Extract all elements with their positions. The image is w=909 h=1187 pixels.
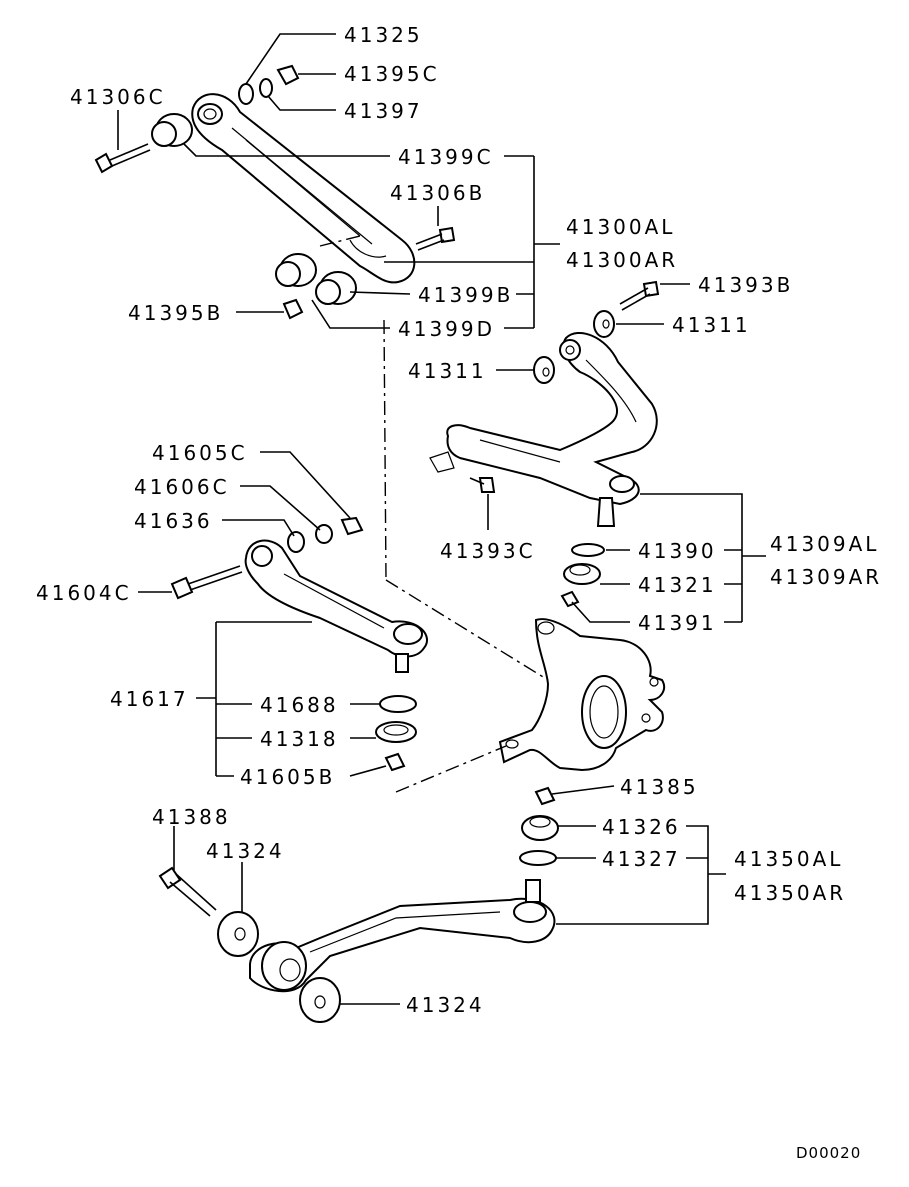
label-41311-lower: 41311 <box>408 359 487 383</box>
label-41393C: 41393C <box>440 539 536 563</box>
label-41318: 41318 <box>260 727 339 751</box>
label-41605C: 41605C <box>152 441 248 465</box>
upper-arm-41300-drawing <box>94 64 456 320</box>
label-41326: 41326 <box>602 815 681 839</box>
label-41395C: 41395C <box>344 62 440 86</box>
label-41688: 41688 <box>260 693 339 717</box>
knuckle-drawing <box>383 319 666 793</box>
label-41350AR: 41350AR <box>734 881 846 905</box>
label-41388: 41388 <box>152 805 231 829</box>
label-41309AR: 41309AR <box>770 565 882 589</box>
label-41300AL: 41300AL <box>566 215 675 239</box>
lower-arm-41350-drawing <box>158 786 559 1023</box>
label-41306C: 41306C <box>70 85 166 109</box>
label-41306B: 41306B <box>390 181 485 205</box>
label-41325: 41325 <box>344 23 423 47</box>
label-41397: 41397 <box>344 99 423 123</box>
label-41311-upper: 41311 <box>672 313 751 337</box>
upper-arm-41309-drawing <box>429 280 660 608</box>
label-41605B: 41605B <box>240 765 335 789</box>
label-41385: 41385 <box>620 775 699 799</box>
label-41309AL: 41309AL <box>770 532 879 556</box>
label-41321: 41321 <box>638 573 717 597</box>
label-41391: 41391 <box>638 611 717 635</box>
label-41617: 41617 <box>110 687 189 711</box>
label-41399C: 41399C <box>398 145 494 169</box>
label-41300AR: 41300AR <box>566 248 678 272</box>
leader-lines <box>117 33 766 1005</box>
label-41399B: 41399B <box>418 283 513 307</box>
part-labels: 41325 41395C 41397 41306C 41399C 41306B … <box>36 23 882 1017</box>
label-41636: 41636 <box>134 509 213 533</box>
label-41399D: 41399D <box>398 317 495 341</box>
label-41324-lower: 41324 <box>406 993 485 1017</box>
label-41606C: 41606C <box>134 475 230 499</box>
diagram-code: D00020 <box>796 1144 861 1162</box>
label-41324-upper: 41324 <box>206 839 285 863</box>
label-41395B: 41395B <box>128 301 223 325</box>
label-41390: 41390 <box>638 539 717 563</box>
label-41327: 41327 <box>602 847 681 871</box>
middle-arm-41617-drawing <box>170 516 428 772</box>
label-41393B: 41393B <box>698 273 793 297</box>
label-41604C: 41604C <box>36 581 132 605</box>
label-41350AL: 41350AL <box>734 847 843 871</box>
